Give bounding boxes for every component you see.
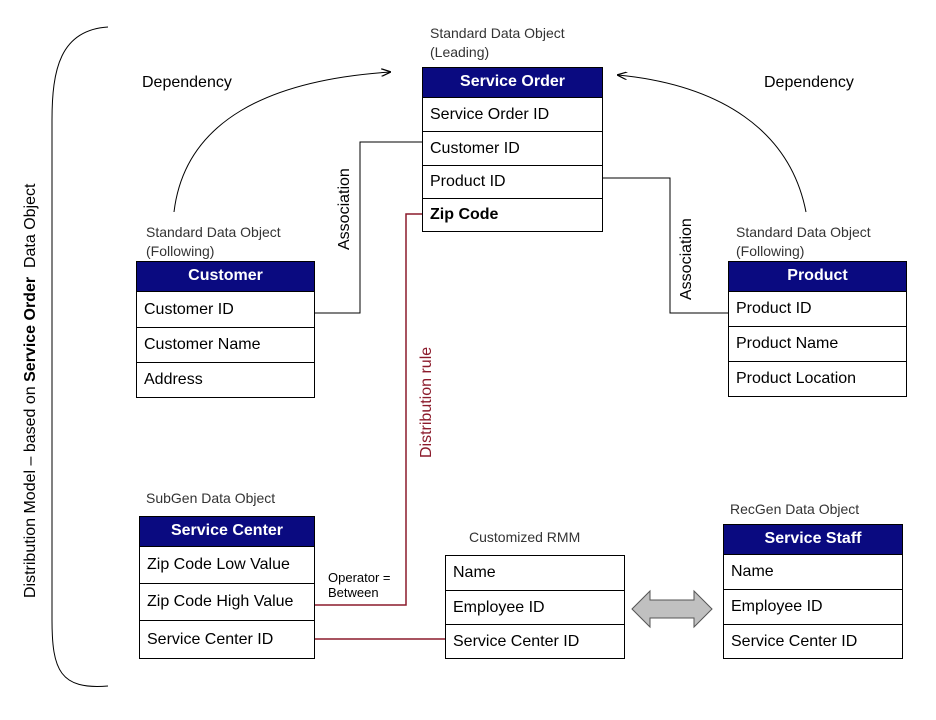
service-center-title: Service Center [140, 517, 314, 547]
service-order-caption-line1: Standard Data Object [430, 25, 565, 41]
operator-note: Operator = Between [328, 570, 391, 600]
product-title: Product [729, 262, 906, 292]
product-caption-line1: Standard Data Object [736, 224, 871, 240]
association-label-left: Association [336, 168, 353, 250]
service-center-field: Zip Code Low Value [140, 547, 314, 584]
model-brace [51, 26, 109, 687]
service-center-box[interactable]: Service Center Zip Code Low Value Zip Co… [139, 516, 315, 659]
service-order-field: Customer ID [423, 132, 602, 166]
dependency-label-right: Dependency [764, 74, 854, 91]
customer-caption-line1: Standard Data Object [146, 224, 281, 240]
service-staff-box[interactable]: Service Staff Name Employee ID Service C… [723, 524, 903, 659]
service-order-box[interactable]: Service Order Service Order ID Customer … [422, 67, 603, 232]
product-box[interactable]: Product Product ID Product Name Product … [728, 261, 907, 397]
service-staff-field: Service Center ID [731, 632, 858, 650]
customer-field: Customer Name [137, 328, 314, 363]
association-line-customer [315, 141, 422, 314]
customer-box[interactable]: Customer Customer ID Customer Name Addre… [136, 261, 315, 398]
customer-title: Customer [137, 262, 314, 292]
product-caption: Standard Data Object (Following) [736, 223, 871, 261]
dependency-arrow-right [618, 75, 807, 213]
side-title: Distribution Model – based on Service Or… [22, 184, 40, 598]
customer-field: Customer ID [137, 292, 314, 328]
customer-caption: Standard Data Object (Following) [146, 223, 281, 261]
rmm-caption: Customized RMM [469, 529, 581, 545]
rmm-field: Employee ID [446, 591, 624, 625]
service-center-field: Zip Code High Value [140, 584, 314, 621]
service-staff-caption: RecGen Data Object [730, 501, 860, 517]
association-label-right: Association [678, 218, 695, 300]
side-title-part1: Distribution Model – based on [22, 381, 39, 598]
product-field: Product ID [729, 292, 906, 327]
service-staff-title: Service Staff [724, 525, 902, 555]
product-field: Product Name [729, 327, 906, 362]
service-order-title: Service Order [423, 68, 602, 98]
customer-field: Address [144, 371, 203, 388]
side-title-part2: Service Order [22, 276, 39, 382]
service-center-field: Service Center ID [147, 630, 274, 648]
service-order-field: Product ID [423, 166, 602, 199]
service-order-caption-line2: (Leading) [430, 44, 490, 60]
service-staff-field: Employee ID [724, 590, 902, 625]
service-center-caption: SubGen Data Object [146, 490, 276, 506]
dependency-label-left: Dependency [142, 74, 232, 91]
association-line-product [602, 177, 728, 314]
service-order-field-zip-code: Zip Code [430, 206, 499, 223]
dependency-arrow-left [173, 72, 390, 213]
side-title-part3: Data Object [22, 183, 39, 277]
rmm-box[interactable]: Name Employee ID Service Center ID [445, 555, 625, 659]
rmm-field: Service Center ID [453, 632, 580, 650]
operator-note-line2: Between [328, 585, 379, 600]
service-order-field: Service Order ID [423, 98, 602, 132]
customer-caption-line2: (Following) [146, 243, 215, 259]
rmm-field: Name [446, 556, 624, 591]
double-arrow [631, 589, 713, 629]
service-staff-field: Name [724, 555, 902, 590]
product-caption-line2: (Following) [736, 243, 805, 259]
distribution-rule-line [315, 213, 422, 606]
product-field: Product Location [736, 370, 857, 387]
operator-note-line1: Operator = [328, 570, 391, 585]
service-order-caption: Standard Data Object (Leading) [430, 24, 565, 62]
distribution-rule-label: Distribution rule [418, 346, 435, 458]
